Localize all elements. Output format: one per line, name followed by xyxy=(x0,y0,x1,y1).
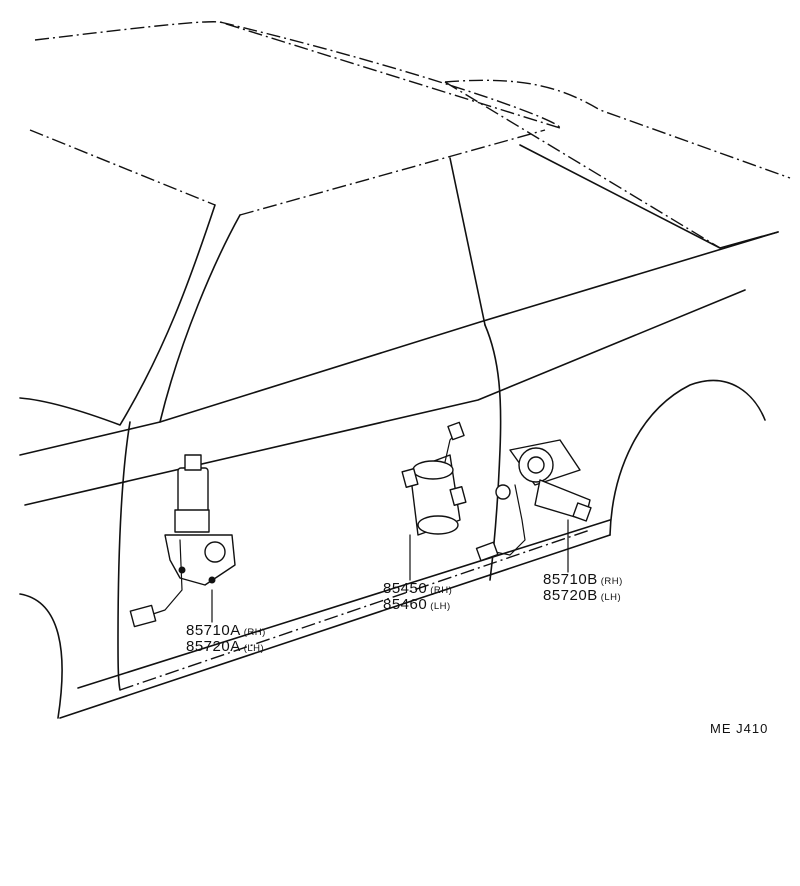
part-number-85450: 85450 xyxy=(383,580,428,597)
rear-roof-line xyxy=(29,129,216,206)
rear-wheel-arch xyxy=(19,593,63,719)
side-lh: (LH) xyxy=(243,643,265,654)
actuator-lh-callout: 85460(LH) xyxy=(383,597,451,613)
lower-belt xyxy=(19,421,161,456)
door-glass-line xyxy=(449,157,486,326)
part-number-85720a: 85720A xyxy=(186,638,241,655)
part-number-85460: 85460 xyxy=(383,596,428,613)
front-wheel-arch xyxy=(609,379,766,536)
part-number-85720b: 85720B xyxy=(543,587,598,604)
front-motor-rh-callout: 85710B(RH) xyxy=(543,572,623,588)
figure-code: ME J410 xyxy=(710,721,769,736)
front-motor-lh-callout: 85720B(LH) xyxy=(543,588,621,604)
rocker-line-2 xyxy=(77,519,611,689)
side-rh: (RH) xyxy=(243,627,266,638)
side-rh: (RH) xyxy=(600,576,623,587)
side-lh: (LH) xyxy=(430,601,451,612)
front-door-cut xyxy=(484,324,502,581)
windshield-line xyxy=(444,81,721,249)
rocker-line xyxy=(59,534,611,719)
side-lh: (LH) xyxy=(600,592,622,603)
windshield-outline xyxy=(519,144,779,249)
actuator-rh-callout: 85450(RH) xyxy=(383,581,452,597)
door-lock-actuator xyxy=(401,421,467,536)
mid-line xyxy=(24,289,746,506)
roof-outline xyxy=(34,21,561,129)
rear-motor-rh-callout: 85710A(RH) xyxy=(186,623,266,639)
part-number-85710a: 85710A xyxy=(186,622,241,639)
body-contour xyxy=(159,214,779,423)
side-rh: (RH) xyxy=(430,585,453,596)
rear-window-pillar xyxy=(19,204,216,426)
reference-line xyxy=(119,529,591,691)
windshield-top xyxy=(444,79,791,179)
rear-motor-lh-callout: 85720A(LH) xyxy=(186,639,264,655)
front-lift-motor xyxy=(475,439,592,562)
roof-rear-edge xyxy=(219,21,561,129)
rear-lift-motor xyxy=(129,454,236,628)
belt-line xyxy=(239,129,546,216)
rear-door-cut xyxy=(117,421,131,691)
part-number-85710b: 85710B xyxy=(543,571,598,588)
